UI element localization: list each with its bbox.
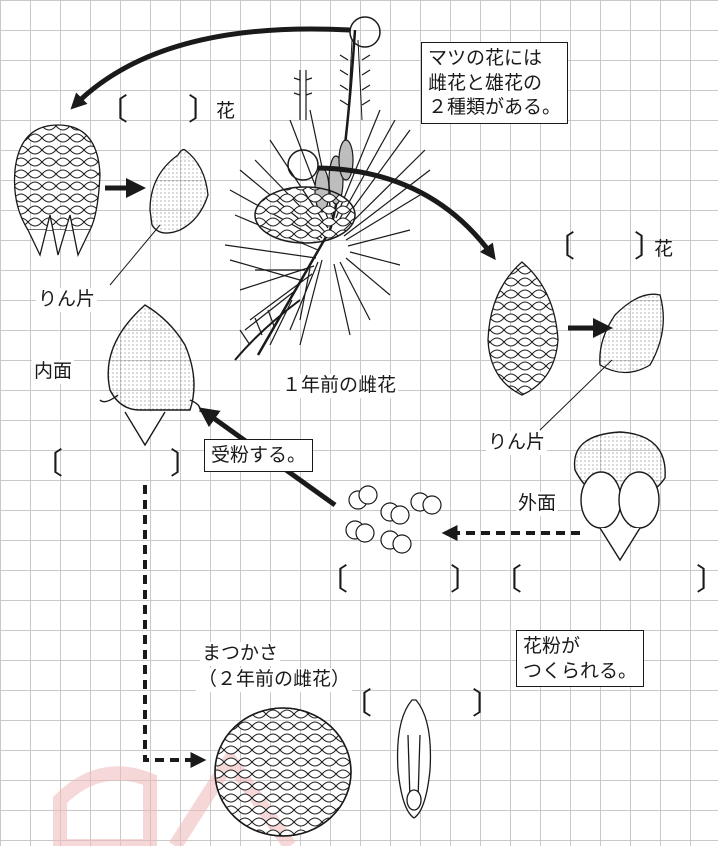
female-cone-icon: [13, 124, 101, 258]
seed-icon: [396, 699, 432, 819]
male-scale-icon: [599, 293, 664, 374]
blank-seed-close: 〕: [472, 687, 502, 722]
arrow-to-female: [70, 26, 351, 110]
male-flower-suffix: 花: [654, 238, 674, 260]
one-year-cone-label: １年前の雌花: [280, 374, 399, 398]
blank-sac-open: 〔: [492, 563, 522, 598]
pine-cone-note: （２年前の雌花）: [196, 668, 353, 692]
leader-scale-left: [109, 224, 161, 286]
blank-male-open: 〔: [545, 230, 575, 265]
pollination-callout: 受粉する。: [204, 439, 314, 472]
blank-seed-open: 〔: [342, 687, 372, 722]
ovule-scale-icon: [99, 304, 201, 447]
callout-line: マツの花には: [428, 47, 543, 69]
blank-ovule-close: 〕: [170, 447, 200, 482]
leader-scale-right: [539, 359, 613, 431]
female-flower-suffix: 花: [216, 100, 236, 122]
callout-line: 雌花と雄花の: [428, 71, 543, 94]
pollen-sac-icon: [573, 431, 666, 562]
callout-line: 花粉が: [523, 635, 581, 657]
male-cone-icon: [487, 261, 559, 396]
callout-line: つくられる。: [523, 659, 638, 682]
scale-label-right: りん片: [486, 431, 548, 455]
mid-highlight-circle: [287, 149, 319, 181]
pine-cone-label: まつかさ: [200, 642, 281, 666]
arrow-to-male: [317, 165, 496, 261]
outer-face-label: 外面: [516, 492, 559, 516]
scale-icon: [149, 148, 209, 234]
blank-sac-close: 〕: [696, 566, 718, 596]
pine-branch-icon: [224, 29, 431, 361]
blank-female-open: 〔: [98, 93, 128, 128]
pollen-grain-icon: [345, 485, 442, 554]
two-types-callout: マツの花には 雌花と雄花の ２種類がある。: [421, 42, 569, 125]
dashed-arrow-to-cone: [143, 485, 207, 768]
one-year-cone-icon: [254, 186, 356, 244]
inner-face-label: 内面: [32, 360, 75, 384]
pine-cone-icon: [214, 707, 352, 837]
pollination-label: 受粉する。: [211, 444, 307, 466]
blank-ovule-open: 〔: [33, 447, 63, 482]
blank-pollen-close: 〕: [450, 563, 480, 598]
top-highlight-circle: [349, 16, 381, 48]
blank-pollen-open: 〔: [318, 563, 348, 598]
pollen-made-callout: 花粉が つくられる。: [516, 630, 645, 688]
callout-line: ２種類がある。: [428, 96, 562, 119]
scale-label-left: りん片: [36, 288, 98, 312]
blank-male-close: 〕: [634, 230, 664, 265]
blank-female-close: 〕: [188, 93, 218, 128]
